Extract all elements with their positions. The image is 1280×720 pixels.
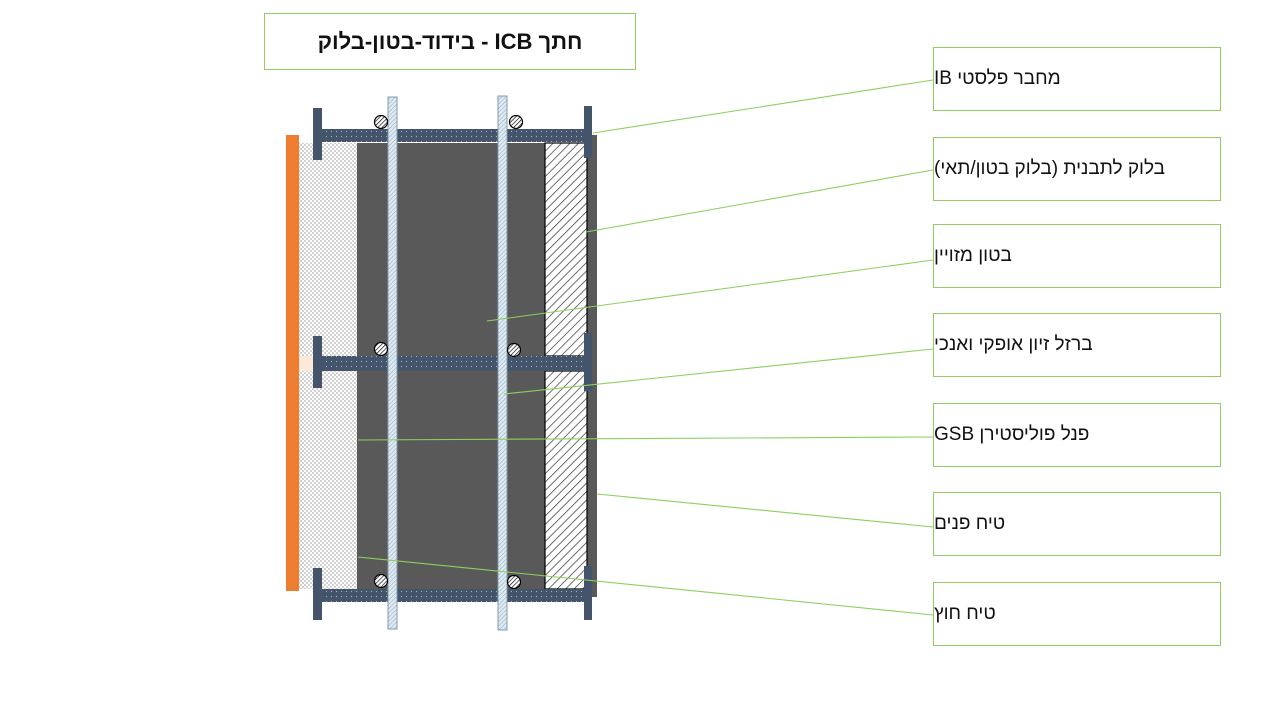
label-polystyrene-panel: פנל פוליסטירן GSB — [933, 403, 1221, 467]
polystyrene-panel-lower — [299, 371, 357, 589]
label-inner-render: טיח פנים — [933, 492, 1221, 556]
vertical-rebar-left — [387, 96, 398, 630]
label-text: בלוק לתבנית (בלוק בטון/תאי) — [934, 158, 1166, 179]
label-text: בטון מזויין — [934, 245, 1012, 266]
diagram-title: חתך ICB - בידוד-בטון-בלוק — [264, 13, 636, 70]
label-rebar: ברזל זיון אופקי ואנכי — [933, 313, 1221, 377]
label-text: טיח פנים — [934, 513, 1006, 534]
leader-lines — [357, 79, 934, 616]
vertical-rebar-right — [497, 95, 508, 631]
label-text: פנל פוליסטירן GSB — [934, 424, 1090, 445]
label-plastic-connector: מחבר פלסטי IB — [933, 47, 1221, 111]
label-text: טיח חוץ — [934, 603, 996, 624]
polystyrene-panel-upper — [299, 143, 357, 356]
label-text: מחבר פלסטי IB — [934, 68, 1061, 89]
horizontal-rebar-sections — [373, 114, 524, 590]
formwork-block-lower — [544, 370, 588, 590]
formwork-block-upper — [544, 142, 588, 357]
title-text: חתך ICB - בידוד-בטון-בלוק — [317, 28, 583, 54]
label-text: ברזל זיון אופקי ואנכי — [934, 334, 1093, 355]
label-reinforced-concrete: בטון מזויין — [933, 224, 1221, 288]
label-outer-render: טיח חוץ — [933, 582, 1221, 646]
outer-render — [286, 135, 299, 591]
label-formwork-block: בלוק לתבנית (בלוק בטון/תאי) — [933, 137, 1221, 201]
